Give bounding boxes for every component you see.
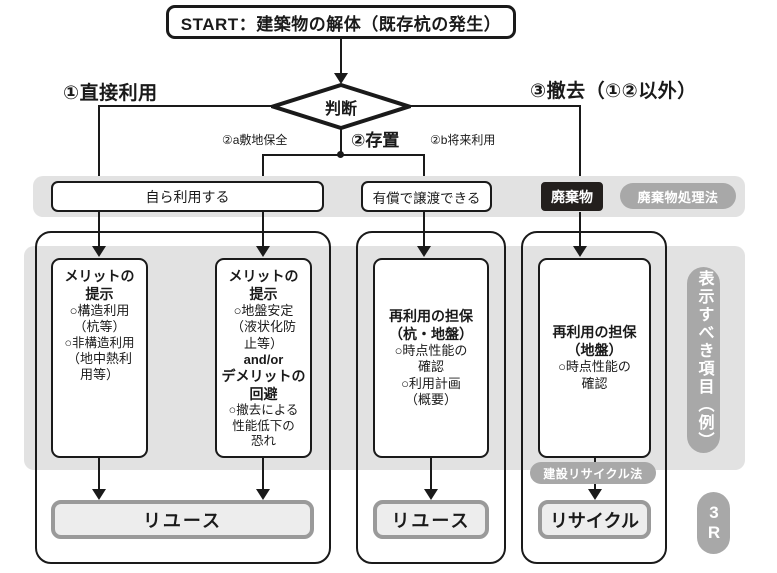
content-line: （地中熱利 — [66, 351, 132, 367]
content-line: ○地盤安定 — [233, 303, 294, 318]
arrowhead-reuse-1b — [256, 489, 270, 500]
content-line: 用等） — [79, 367, 119, 383]
content-title-line: 提示 — [249, 285, 278, 302]
badge-three-r: 3R — [697, 492, 730, 554]
branch-sublabel-left: ②a敷地保全 — [222, 133, 288, 147]
result-box-reuse-direct: リユース — [51, 500, 314, 539]
decision-diamond — [271, 83, 411, 130]
content-title-line: （地盤） — [566, 341, 623, 358]
content-line: （杭等） — [73, 319, 126, 335]
start-box: START：建築物の解体（既存杭の発生） — [166, 5, 516, 39]
content-line: ○構造利用 — [69, 303, 130, 318]
column-panel-removal — [521, 231, 667, 564]
result-box-recycle: リサイクル — [538, 500, 651, 539]
content-line: （概要） — [404, 391, 457, 407]
content-title-line: 再利用の担保 — [552, 324, 637, 341]
arrowhead-merit-box-2 — [256, 246, 270, 257]
connector-right-down — [579, 105, 581, 180]
content-box-reuse-guarantee-pile-ground: 再利用の担保 （杭・地盤） ○時点性能の 確認 ○利用計画 （概要） — [373, 258, 489, 458]
connector-to-merit-box-2 — [262, 212, 264, 250]
column-panel-direct-use — [35, 231, 331, 564]
badge-waste-management-law: 廃棄物処理法 — [620, 183, 736, 209]
decision-label: 判断 — [324, 101, 357, 118]
content-line: ○非構造利用 — [64, 335, 135, 350]
connector-start-to-decision — [340, 39, 342, 75]
result-box-reuse-retention: リユース — [373, 500, 489, 539]
arrowhead-recycle-guarantee-box — [573, 246, 587, 257]
content-box-reuse-guarantee-ground: 再利用の担保 （地盤） ○時点性能の 確認 — [538, 258, 651, 458]
arrowhead-decision — [334, 73, 348, 84]
start-box-label: START：建築物の解体（既存杭の発生） — [180, 14, 502, 34]
content-connector: and/or — [243, 351, 284, 367]
connector-to-reuse-1b — [262, 458, 264, 494]
connector-center-split — [262, 154, 425, 156]
content-line: 止等） — [243, 335, 283, 351]
route-box-paid-transfer: 有償で譲渡できる — [361, 181, 492, 212]
route-box-self-use: 自ら利用する — [51, 181, 324, 212]
content-line: 恐れ — [250, 434, 276, 449]
connector-to-recycle-guarantee-box — [579, 212, 581, 250]
badge-construction-recycling-law: 建設リサイクル法 — [530, 462, 656, 484]
content-title-line: （杭・地盤） — [389, 325, 473, 342]
content-title-line: メリットの — [228, 268, 299, 284]
arrowhead-reuse-guarantee-box — [417, 246, 431, 257]
content-line: ○時点性能の — [394, 343, 468, 358]
badge-display-items: 表示すべき項目（例） — [687, 267, 720, 453]
arrowhead-merit-box-1 — [92, 246, 106, 257]
content-title-line: 再利用の担保 — [389, 308, 473, 324]
content-box-merit-structural: メリットの 提示 ○構造利用 （杭等） ○非構造利用 （地中熱利 用等） — [51, 258, 148, 458]
connector-to-merit-box-1 — [98, 212, 100, 250]
connector-left-down — [98, 105, 100, 180]
content-line: 性能低下の — [232, 418, 295, 433]
content-line: ○撤去による — [228, 403, 299, 417]
route-box-waste: 廃棄物 — [541, 182, 603, 211]
content-line: ○時点性能の — [558, 359, 631, 375]
connector-decision-center — [340, 129, 342, 155]
content-line: 確認 — [581, 375, 608, 391]
content-line: （液状化防 — [230, 319, 296, 335]
arrowhead-reuse-2 — [424, 489, 438, 500]
content-box-merit-ground: メリットの 提示 ○地盤安定 （液状化防 止等） and/or デメリットの 回… — [215, 258, 312, 458]
arrowhead-recycle — [588, 489, 602, 500]
arrowhead-reuse-1 — [92, 489, 106, 500]
connector-to-recycle-lower — [594, 483, 596, 494]
content-title-line: 回避 — [249, 385, 278, 402]
content-line: ○利用計画 — [401, 375, 461, 391]
branch-label-left: ①直接利用 — [63, 83, 158, 104]
content-title-line: 提示 — [85, 285, 114, 302]
content-title-line: デメリットの — [221, 368, 306, 384]
column-panel-retention — [356, 231, 506, 564]
content-title-line: メリットの — [64, 268, 135, 284]
connector-center-right-down — [423, 154, 425, 180]
content-line: 確認 — [417, 359, 444, 375]
connector-to-reuse-1 — [98, 458, 100, 494]
connector-decision-right — [408, 105, 581, 107]
connector-decision-left — [98, 105, 274, 107]
branch-label-right: ③撤去（①②以外） — [530, 81, 697, 102]
branch-sublabel-right: ②b将来利用 — [430, 133, 496, 147]
branch-label-center: ②存置 — [351, 131, 400, 150]
connector-center-left-down — [262, 154, 264, 180]
connector-to-reuse-guarantee-box — [423, 212, 425, 250]
connector-to-reuse-2 — [430, 458, 432, 494]
